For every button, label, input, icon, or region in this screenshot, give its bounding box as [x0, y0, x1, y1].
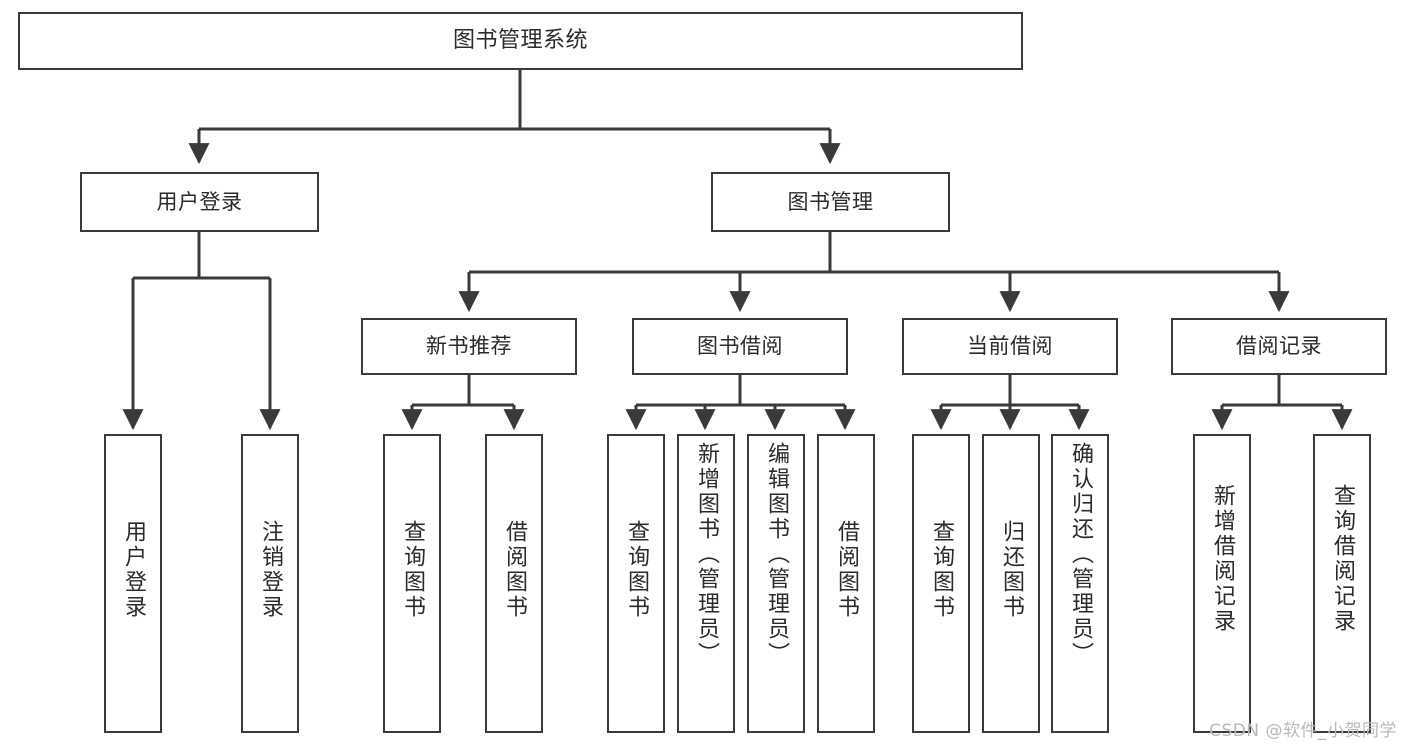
node-label: 查询借阅记录: [1330, 484, 1355, 634]
node-leaf-query-book-recommend[interactable]: 查询图书: [383, 434, 441, 733]
node-label: 借阅记录: [1236, 334, 1322, 359]
node-label: 编辑图书（管理员）: [764, 442, 789, 667]
node-label: 借阅图书: [834, 520, 859, 620]
node-label: 借阅图书: [502, 520, 527, 620]
node-label: 图书借阅: [697, 334, 783, 359]
node-label: 查询图书: [624, 520, 649, 620]
node-label: 查询图书: [929, 520, 954, 620]
node-leaf-query-book-current[interactable]: 查询图书: [912, 434, 970, 733]
node-leaf-query-borrow-record[interactable]: 查询借阅记录: [1313, 434, 1371, 733]
node-leaf-add-borrow-record[interactable]: 新增借阅记录: [1193, 434, 1251, 733]
node-leaf-borrow-book-recommend[interactable]: 借阅图书: [485, 434, 543, 733]
node-label: 当前借阅: [967, 334, 1053, 359]
node-current-borrow[interactable]: 当前借阅: [902, 318, 1118, 375]
node-leaf-logout-login[interactable]: 注销登录: [241, 434, 299, 733]
node-user-login[interactable]: 用户登录: [80, 172, 319, 232]
node-label: 确认归还（管理员）: [1068, 442, 1093, 667]
node-label: 新增图书（管理员）: [694, 442, 719, 667]
node-leaf-edit-book-admin[interactable]: 编辑图书（管理员）: [747, 434, 805, 733]
node-label: 新增借阅记录: [1210, 484, 1235, 634]
watermark-text: CSDN @软件_小贺同学: [1209, 721, 1397, 741]
node-leaf-user-login[interactable]: 用户登录: [104, 434, 162, 733]
node-book-borrow[interactable]: 图书借阅: [632, 318, 848, 375]
node-leaf-borrow-book[interactable]: 借阅图书: [817, 434, 875, 733]
node-leaf-add-book-admin[interactable]: 新增图书（管理员）: [677, 434, 735, 733]
node-root-system[interactable]: 图书管理系统: [18, 12, 1023, 70]
node-label: 图书管理系统: [452, 28, 588, 54]
node-label: 注销登录: [258, 520, 283, 620]
node-leaf-query-book-borrow[interactable]: 查询图书: [607, 434, 665, 733]
node-label: 用户登录: [156, 189, 243, 214]
node-leaf-confirm-return-admin[interactable]: 确认归还（管理员）: [1051, 434, 1109, 733]
node-label: 用户登录: [121, 520, 146, 620]
node-label: 查询图书: [400, 520, 425, 620]
node-label: 图书管理: [787, 189, 874, 214]
node-label: 新书推荐: [426, 334, 512, 359]
node-new-book-recommend[interactable]: 新书推荐: [361, 318, 577, 375]
node-leaf-return-book[interactable]: 归还图书: [982, 434, 1040, 733]
node-book-management[interactable]: 图书管理: [711, 172, 950, 232]
node-borrow-record[interactable]: 借阅记录: [1171, 318, 1387, 375]
node-label: 归还图书: [999, 520, 1024, 620]
